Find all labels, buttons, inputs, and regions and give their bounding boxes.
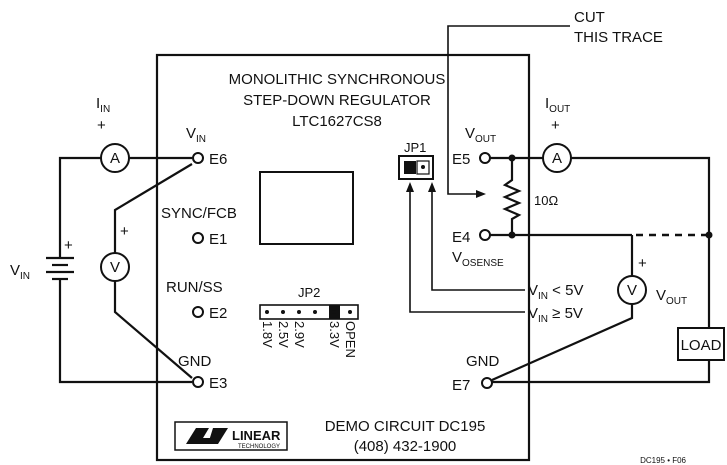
terminal-e6 [192,152,204,164]
jp2-option-2-5v: 2.5V [276,321,291,348]
board-part-number: LTC1627CS8 [292,113,382,130]
iin-label: IIN [96,95,110,115]
vosense-label: VOSENSE [452,249,504,269]
figure-code: DC195 • F06 [640,456,686,465]
phone-number: (408) 432-1900 [354,438,457,455]
output-voltmeter: + V VOUT [491,235,687,382]
wire-battery-to-e3 [58,279,192,384]
iout-label: IOUT [545,95,570,115]
jp2-option-open: OPEN [343,321,358,358]
wire-load-to-e7 [492,360,711,384]
jp2-option-1-8v: 1.8V [260,321,275,348]
load-box [677,327,725,361]
vout-terminal-label: VOUT [465,125,496,145]
linear-technology-logo: LINEAR TECHNOLOGY [174,421,288,451]
ic-package [259,171,354,245]
terminal-e4-label: E4 [452,229,470,246]
wire-ammeter-to-load [571,156,711,328]
output-voltmeter-symbol: V [627,282,637,299]
jp1-lt5v-label: VIN < 5V [528,282,583,302]
terminal-e2-label: E2 [209,305,227,322]
vin-meter-plus: + [120,223,129,240]
load-label: LOAD [681,337,722,354]
terminal-e1 [192,232,204,244]
vin-terminal-label: VIN [186,125,206,145]
jp1-label: JP1 [404,140,426,155]
jp1-ge5v-arrowhead [406,182,414,192]
demo-circuit-label: DEMO CIRCUIT DC195 [325,418,486,435]
terminal-e5 [479,152,491,164]
battery-plus: + [64,237,73,254]
terminal-e3 [192,376,204,388]
board-title-line1: MONOLITHIC SYNCHRONOUS [229,71,446,88]
jp2-option-2-9v: 2.9V [292,321,307,348]
terminal-e4 [479,229,491,241]
output-ammeter: IOUT + A [542,95,572,173]
jumper-jp2 [259,304,359,320]
terminal-e2 [192,306,204,318]
terminal-e1-label: E1 [209,231,227,248]
output-ammeter-symbol: A [552,150,562,167]
cut-trace-arrowhead [476,190,486,198]
board-title-line2: STEP-DOWN REGULATOR [243,92,431,109]
terminal-e6-label: E6 [209,151,227,168]
cut-trace-leader [447,25,570,195]
jp1-ge5v-leader [409,190,525,313]
gnd-right-label: GND [466,353,500,370]
demo-board-outline [155,53,531,462]
jumper-jp1 [398,155,434,180]
jp2-label: JP2 [298,285,320,300]
logo-subtext: TECHNOLOGY [238,444,280,450]
terminal-e7-label: E7 [452,377,470,394]
gnd-left-label: GND [178,353,212,370]
cut-line1: CUT [574,9,605,26]
iout-plus: + [551,117,560,134]
iin-plus: + [97,117,106,134]
jp1-lt5v-arrowhead [428,182,436,192]
ammeter-symbol: A [110,150,120,167]
battery-label: VIN [10,262,30,282]
vout-meter-label: VOUT [656,287,687,307]
terminal-e7 [481,377,493,389]
terminal-e3-label: E3 [209,375,227,392]
voltmeter-symbol: V [110,259,120,276]
resistor-value: 10Ω [534,193,558,208]
sync-fcb-label: SYNC/FCB [161,205,237,222]
jp2-option-3-3v: 3.3V [327,321,342,348]
vout-meter-plus: + [638,255,647,272]
sense-resistor [502,158,522,235]
terminal-e5-label: E5 [452,151,470,168]
input-voltmeter: + V [100,163,193,379]
logo-text: LINEAR [232,428,281,443]
run-ss-label: RUN/SS [166,279,223,296]
wire-battery-to-e6 [58,156,192,258]
jp1-ge5v-label: VIN ≥ 5V [528,305,583,325]
jp1-lt5v-leader [431,190,525,291]
input-ammeter: IIN + A [96,95,130,173]
node-vosense [508,231,516,239]
cut-line2: THIS TRACE [574,29,663,46]
input-battery: VIN + [10,237,74,282]
